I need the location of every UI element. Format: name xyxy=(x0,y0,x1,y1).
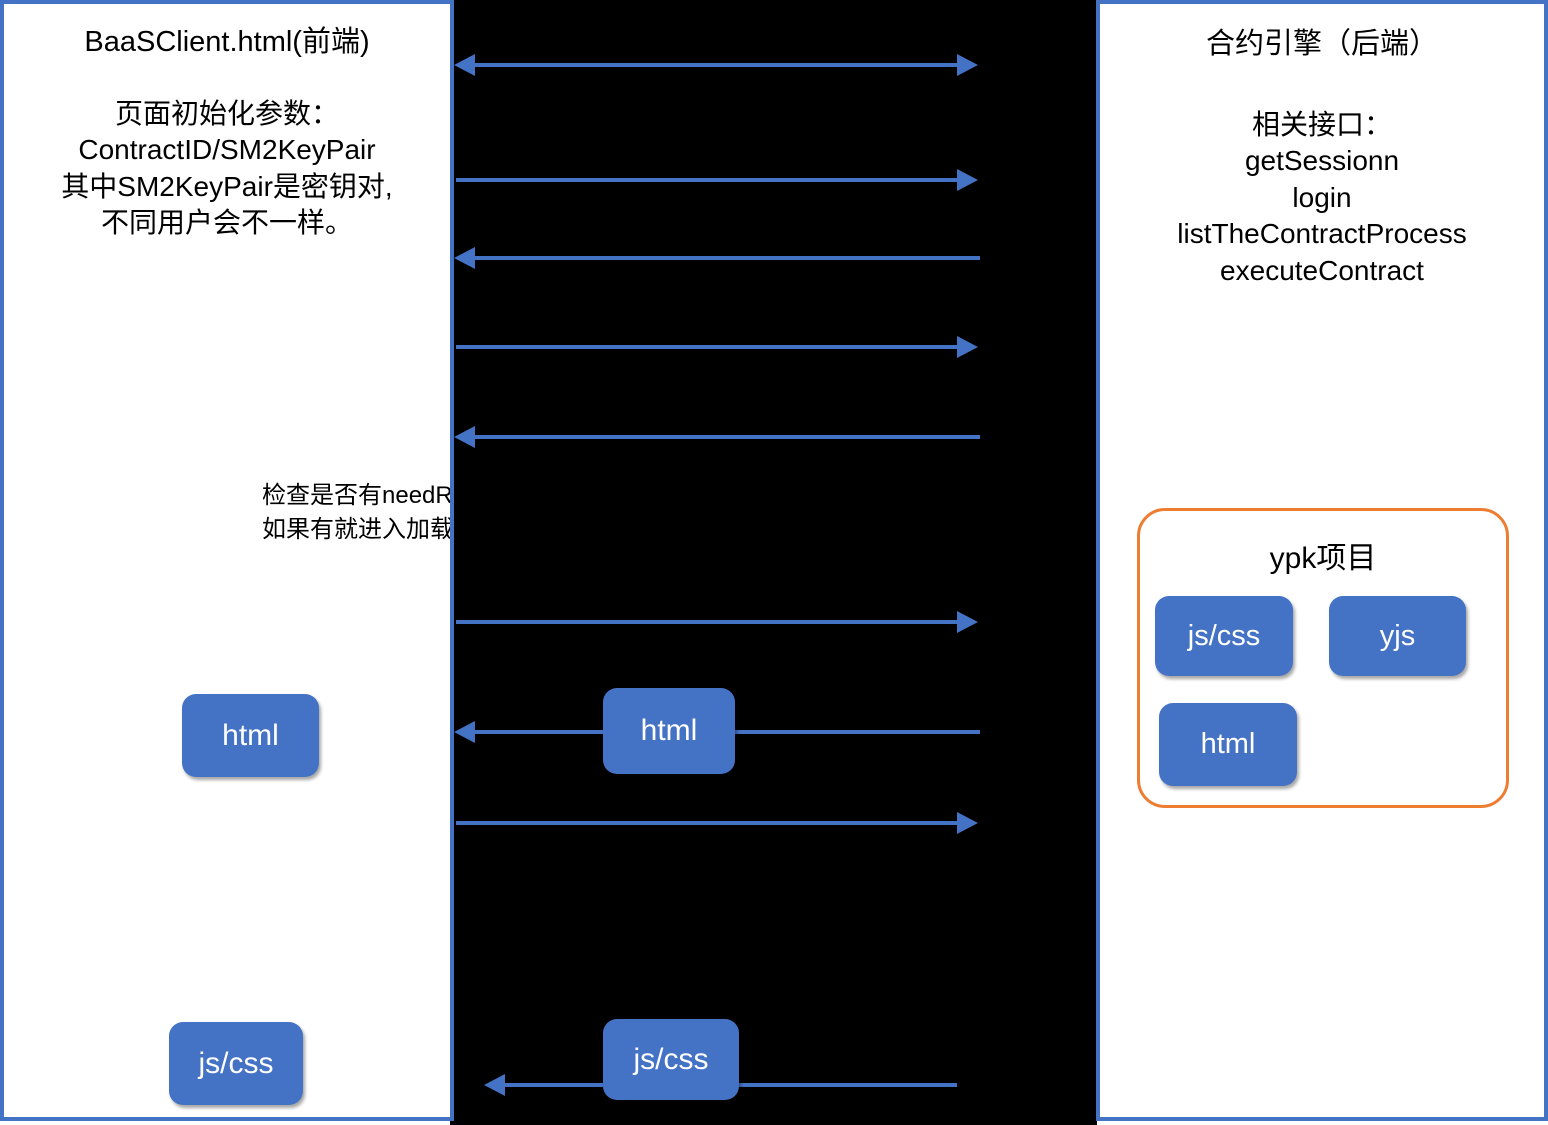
arrow-line xyxy=(456,345,957,349)
arrow-head-right-icon xyxy=(957,169,978,191)
ypk-node-js-css-label: js/css xyxy=(1187,619,1261,652)
channel-node-js-css[interactable]: js/css xyxy=(603,1019,739,1100)
arrow-line xyxy=(456,178,957,182)
left-node-js-css-label: js/css xyxy=(198,1046,274,1080)
arrow-head-left-icon xyxy=(454,721,475,743)
right-panel-body-line-1: 相关接口： xyxy=(1251,109,1392,140)
ypk-node-yjs-label: yjs xyxy=(1379,619,1416,652)
arrow-head-right-icon xyxy=(957,54,978,76)
right-panel-body-line-2: getSessionn xyxy=(1244,145,1400,177)
right-panel-body-line-4: listTheContractProcess xyxy=(1177,218,1467,250)
right-panel-body-line-3: login xyxy=(1292,181,1352,213)
left-panel-note: 检查是否有needR 如果有就进入加载 xyxy=(262,479,450,547)
arrow-head-right-icon xyxy=(957,611,978,633)
ypk-node-html[interactable]: html xyxy=(1159,703,1297,786)
channel-node-html-label: html xyxy=(640,714,698,747)
left-node-js-css[interactable]: js/css xyxy=(169,1022,303,1105)
left-panel-title: BaaSClient.html(前端) xyxy=(84,26,370,58)
ypk-node-js-css[interactable]: js/css xyxy=(1155,596,1293,676)
interaction-channel xyxy=(450,0,1097,1125)
left-panel-body-line-4: 不同用户会不一样。 xyxy=(100,207,353,239)
channel-node-html[interactable]: html xyxy=(603,688,735,774)
arrow-head-right-icon xyxy=(957,336,978,358)
left-panel-note-line-1: 检查是否有needR xyxy=(262,482,450,509)
channel-node-js-css-label: js/css xyxy=(633,1042,709,1076)
arrow-line xyxy=(475,63,973,67)
ypk-node-yjs[interactable]: yjs xyxy=(1329,596,1466,676)
arrow-head-left-icon xyxy=(454,426,475,448)
left-panel-body-line-2: ContractID/SM2KeyPair xyxy=(78,134,376,166)
right-panel-body-line-5: executeContract xyxy=(1220,254,1424,286)
left-node-html[interactable]: html xyxy=(182,694,319,777)
arrow-head-left-icon xyxy=(484,1074,505,1096)
left-panel-baasclient: BaaSClient.html(前端) 页面初始化参数： ContractID/… xyxy=(0,0,454,1121)
arrow-head-right-icon xyxy=(957,812,978,834)
arrow-head-left-icon xyxy=(454,247,475,269)
ypk-node-html-label: html xyxy=(1200,728,1256,760)
ypk-project-group: ypk项目 js/css yjs html xyxy=(1137,508,1509,808)
ypk-project-title: ypk项目 xyxy=(1269,542,1377,575)
arrow-line xyxy=(475,435,980,439)
arrow-line xyxy=(475,256,980,260)
arrow-line xyxy=(456,620,957,624)
left-panel-body: 页面初始化参数： ContractID/SM2KeyPair 其中SM2KeyP… xyxy=(4,96,450,242)
left-panel-body-line-3: 其中SM2KeyPair是密钥对, xyxy=(61,170,393,202)
arrow-head-left-icon xyxy=(454,54,475,76)
right-panel-title: 合约引擎（后端） xyxy=(1205,28,1438,60)
right-panel-body: 相关接口： getSessionn login listTheContractP… xyxy=(1100,107,1544,289)
arrow-line xyxy=(456,821,957,825)
left-node-html-label: html xyxy=(222,718,279,752)
left-panel-body-line-1: 页面初始化参数： xyxy=(114,98,339,129)
left-panel-note-line-2: 如果有就进入加载 xyxy=(262,516,450,544)
